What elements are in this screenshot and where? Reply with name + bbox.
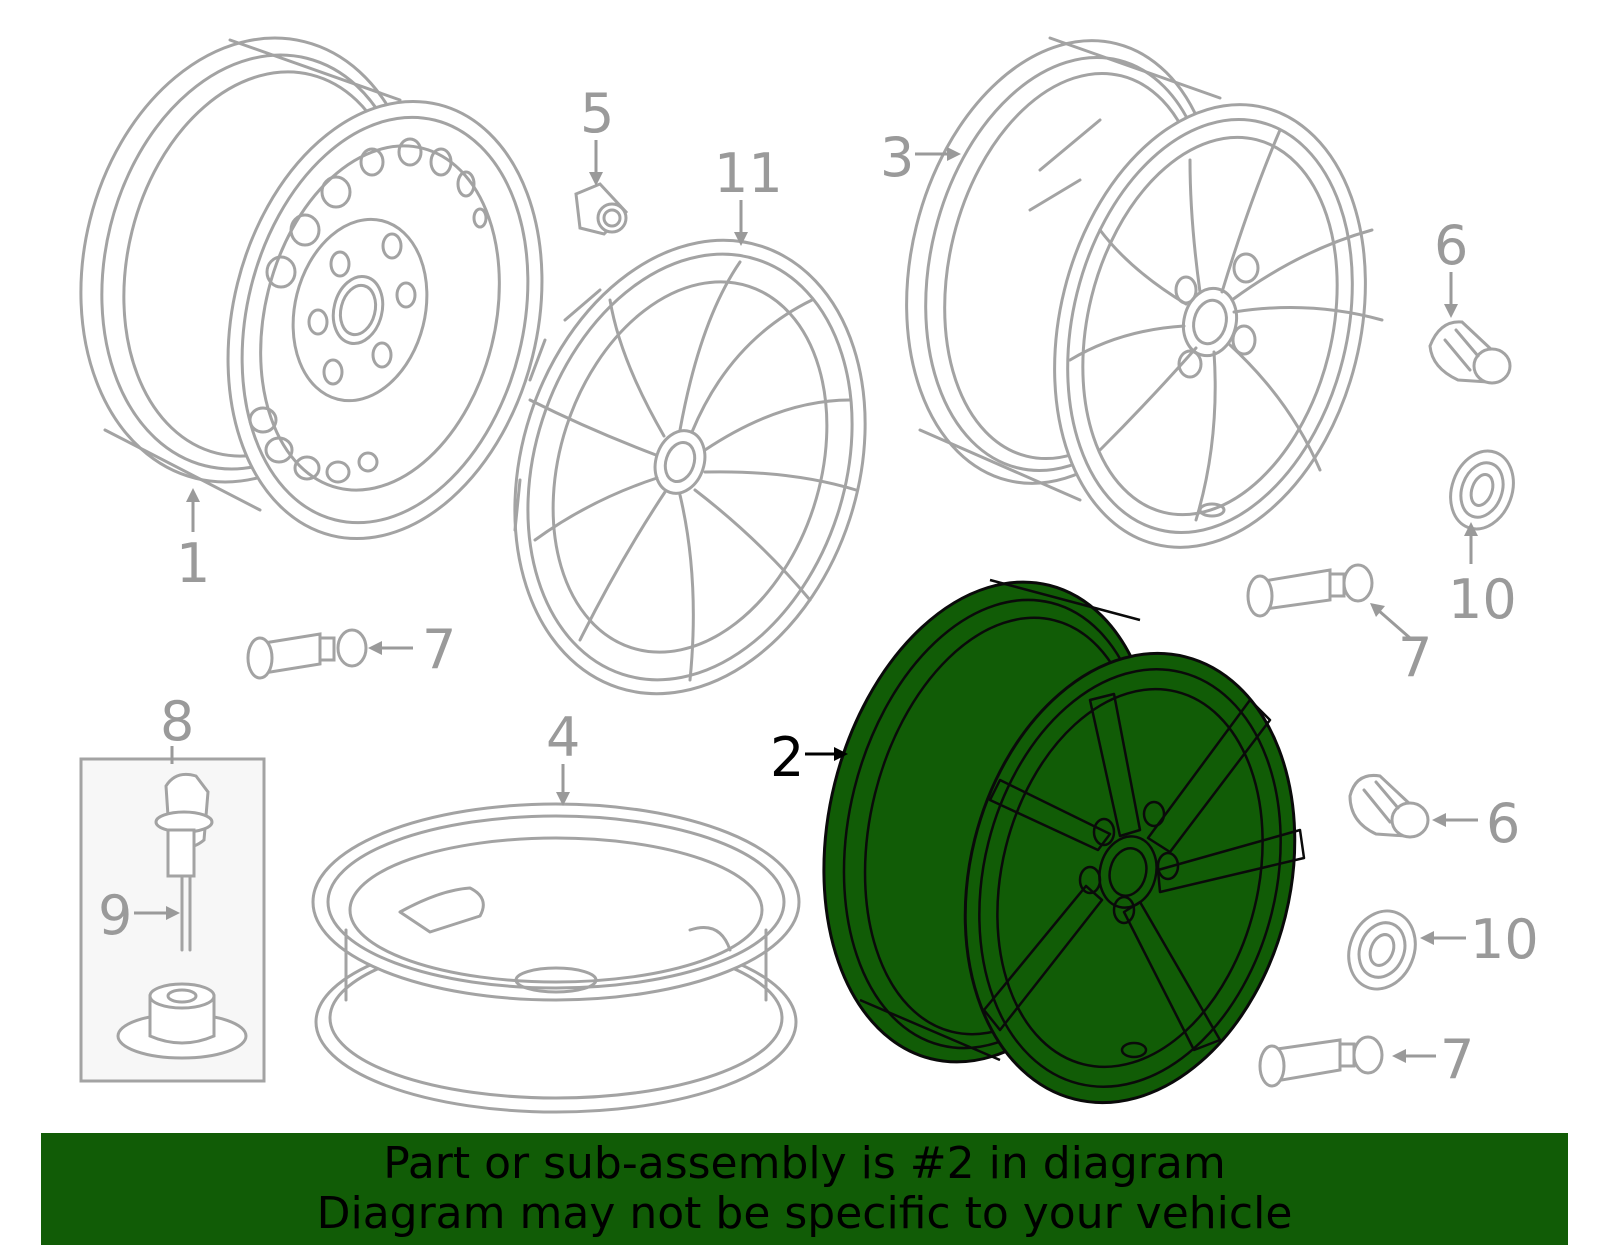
callout-6a-arrow — [1444, 272, 1458, 318]
callout-7c: 7 — [1440, 1028, 1474, 1091]
callout-10a-arrow — [1464, 522, 1478, 564]
callout-7b: 7 — [1398, 626, 1432, 689]
callout-8: 8 — [160, 690, 194, 753]
callout-3-arrow — [915, 147, 961, 161]
callout-6b-arrow — [1432, 813, 1478, 827]
part-10-center-cap-bottom — [1347, 909, 1417, 991]
part-11-wheel-cover — [513, 238, 867, 696]
part-1-vent-holes — [248, 137, 488, 484]
part-7-valve-stem-left — [246, 628, 368, 680]
callout-3: 3 — [880, 126, 914, 189]
callout-11: 11 — [714, 142, 783, 205]
callout-5: 5 — [580, 82, 614, 145]
part-2-lug-holes — [1078, 800, 1180, 925]
part-3-alloy-wheel — [905, 36, 1384, 549]
callout-7a: 7 — [422, 618, 456, 681]
callout-10a: 10 — [1448, 568, 1517, 631]
part-7-valve-stem-lower-right — [1258, 1035, 1384, 1088]
callout-11-arrow — [734, 200, 748, 246]
banner-line-1: Part or sub-assembly is #2 in diagram — [383, 1138, 1226, 1189]
part-10-center-cap-top — [1449, 449, 1515, 531]
diagram-notice-banner: Part or sub-assembly is #2 in diagram Di… — [41, 1133, 1568, 1245]
callout-9: 9 — [98, 884, 132, 947]
callout-6b: 6 — [1486, 792, 1520, 855]
part-8-tpms-sensor-box — [79, 757, 266, 1083]
part-4-spare-rim — [311, 802, 801, 1114]
part-1-steel-wheel — [79, 36, 544, 541]
part-7-valve-stem-upper-right — [1246, 563, 1374, 618]
callout-10b: 10 — [1470, 908, 1539, 971]
callout-9-arrow — [134, 906, 180, 920]
callout-7c-arrow — [1392, 1049, 1436, 1063]
part-5-nut — [574, 182, 629, 236]
callout-6a: 6 — [1434, 214, 1468, 277]
callout-4: 4 — [546, 706, 580, 769]
callout-2: 2 — [770, 726, 804, 789]
part-6-lug-nut-top — [1428, 320, 1512, 385]
part-6-lug-nut-bottom — [1348, 773, 1430, 839]
callout-5-arrow — [589, 140, 603, 186]
callout-7a-arrow — [368, 641, 413, 655]
callout-4-arrow — [556, 764, 570, 806]
part-1-lug-holes — [307, 232, 417, 386]
callout-10b-arrow — [1420, 931, 1466, 945]
banner-background — [41, 1133, 1568, 1245]
callout-1-arrow — [186, 488, 200, 532]
callout-1: 1 — [176, 532, 210, 595]
callout-7b-arrow — [1370, 603, 1411, 640]
banner-line-2: Diagram may not be specific to your vehi… — [316, 1188, 1293, 1239]
part-2-alloy-wheel-highlighted — [822, 578, 1306, 1105]
callout-2-arrow — [805, 747, 848, 761]
